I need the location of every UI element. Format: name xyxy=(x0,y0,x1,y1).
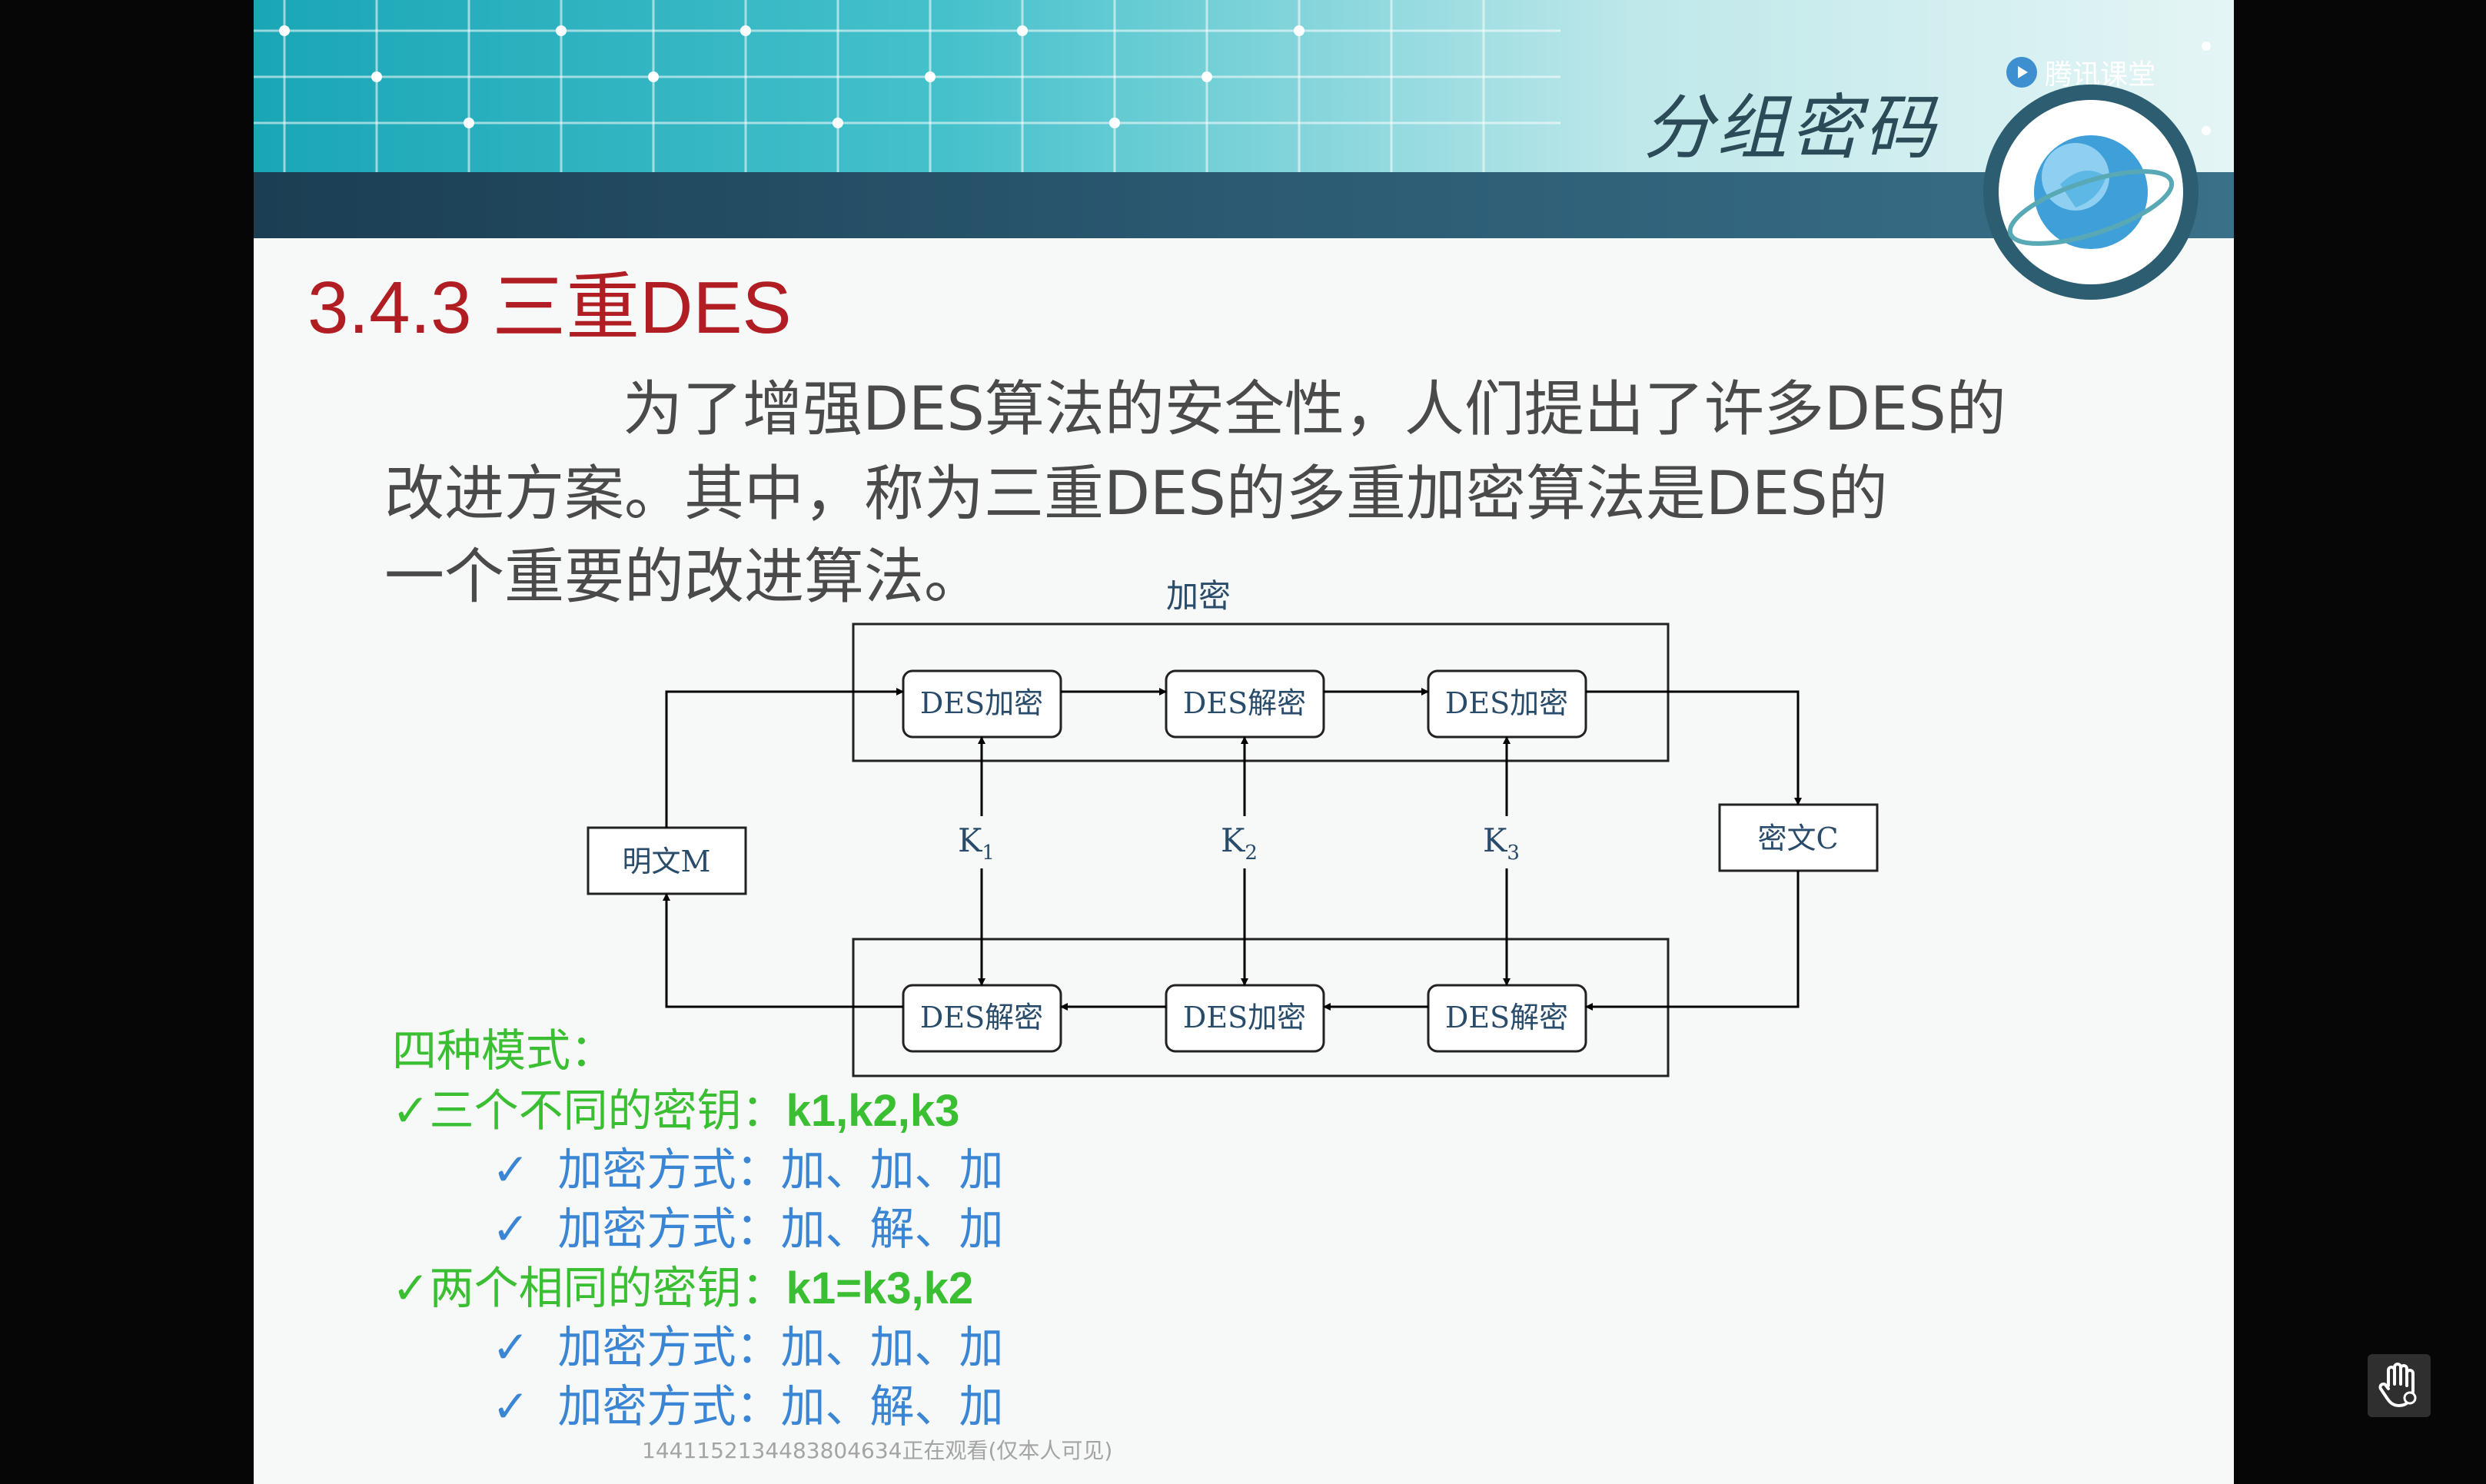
svg-text:DES解密: DES解密 xyxy=(1183,686,1306,720)
slide: 分组密码 腾讯课堂 3.4.3 三重DES 为了增强DES算法的安全性，人们提出… xyxy=(254,0,2234,1484)
mode-three-keys: ✓三个不同的密钥：k1,k2,k3 xyxy=(392,1084,960,1137)
banner-title: 分组密码 xyxy=(1642,87,1938,169)
mode-three-keys-option-2: ✓ 加密方式：加、解、加 xyxy=(492,1203,1004,1255)
raise-hand-icon xyxy=(2378,1363,2417,1407)
top-des-box-2: DES解密 xyxy=(1165,669,1325,739)
encryption-group-label: 加密 xyxy=(1166,577,1231,615)
svg-text:明文M: 明文M xyxy=(623,845,711,878)
paragraph-line-1: 为了增强DES算法的安全性，人们提出了许多DES的 xyxy=(623,375,2006,444)
modes-title: 四种模式： xyxy=(392,1024,616,1077)
key-label-2: K2 xyxy=(1221,822,1258,865)
svg-text:DES解密: DES解密 xyxy=(1445,1001,1568,1034)
play-icon xyxy=(2006,57,2037,88)
page-heading: 3.4.3 三重DES xyxy=(307,267,792,349)
triple-des-diagram: 加密 DES加密 DES解密 DES加密 DES解密 DES加密 DES解密 xyxy=(587,577,1879,1077)
svg-text:DES加密: DES加密 xyxy=(1183,1001,1306,1034)
viewer-watermark: 1441152134483804634正在观看(仅本人可见) xyxy=(642,1438,1113,1463)
mode-two-keys: ✓两个相同的密钥：k1=k3,k2 xyxy=(392,1262,974,1314)
raise-hand-button[interactable] xyxy=(2368,1354,2431,1417)
diagram-arrows xyxy=(663,688,1802,1011)
svg-text:DES加密: DES加密 xyxy=(920,686,1043,720)
banner-grid-decoration xyxy=(254,0,2211,172)
svg-text:DES加密: DES加密 xyxy=(1445,686,1568,720)
ciphertext-box: 密文C xyxy=(1718,803,1879,872)
plaintext-box: 明文M xyxy=(587,826,747,895)
top-des-box-3: DES加密 xyxy=(1427,669,1587,739)
check-icon: ✓ xyxy=(492,1321,530,1373)
check-icon: ✓ xyxy=(392,1084,430,1137)
mode-two-keys-option-2: ✓ 加密方式：加、解、加 xyxy=(492,1380,1004,1433)
top-des-box-1: DES加密 xyxy=(902,669,1062,739)
paragraph-line-2: 改进方案。其中，称为三重DES的多重加密算法是DES的 xyxy=(384,460,1888,529)
check-icon: ✓ xyxy=(492,1380,530,1433)
brand-logo: 腾讯课堂 xyxy=(2006,52,2155,92)
bottom-des-box-3: DES解密 xyxy=(1427,984,1587,1053)
svg-text:DES解密: DES解密 xyxy=(920,1001,1043,1034)
mode-three-keys-option-1: ✓ 加密方式：加、加、加 xyxy=(492,1144,1004,1196)
globe-icon xyxy=(1976,77,2206,310)
mode-two-keys-option-1: ✓ 加密方式：加、加、加 xyxy=(492,1321,1004,1373)
paragraph-line-3: 一个重要的改进算法。 xyxy=(384,543,985,612)
banner: 分组密码 xyxy=(254,0,2234,172)
bottom-des-box-2: DES加密 xyxy=(1165,984,1325,1053)
key-label-1: K1 xyxy=(958,822,995,865)
bottom-des-box-1: DES解密 xyxy=(902,984,1062,1053)
check-icon: ✓ xyxy=(492,1203,530,1255)
check-icon: ✓ xyxy=(392,1262,430,1314)
check-icon: ✓ xyxy=(492,1144,530,1196)
key-label-3: K3 xyxy=(1483,822,1520,865)
banner-strip xyxy=(254,172,2234,238)
svg-text:密文C: 密文C xyxy=(1757,822,1838,855)
